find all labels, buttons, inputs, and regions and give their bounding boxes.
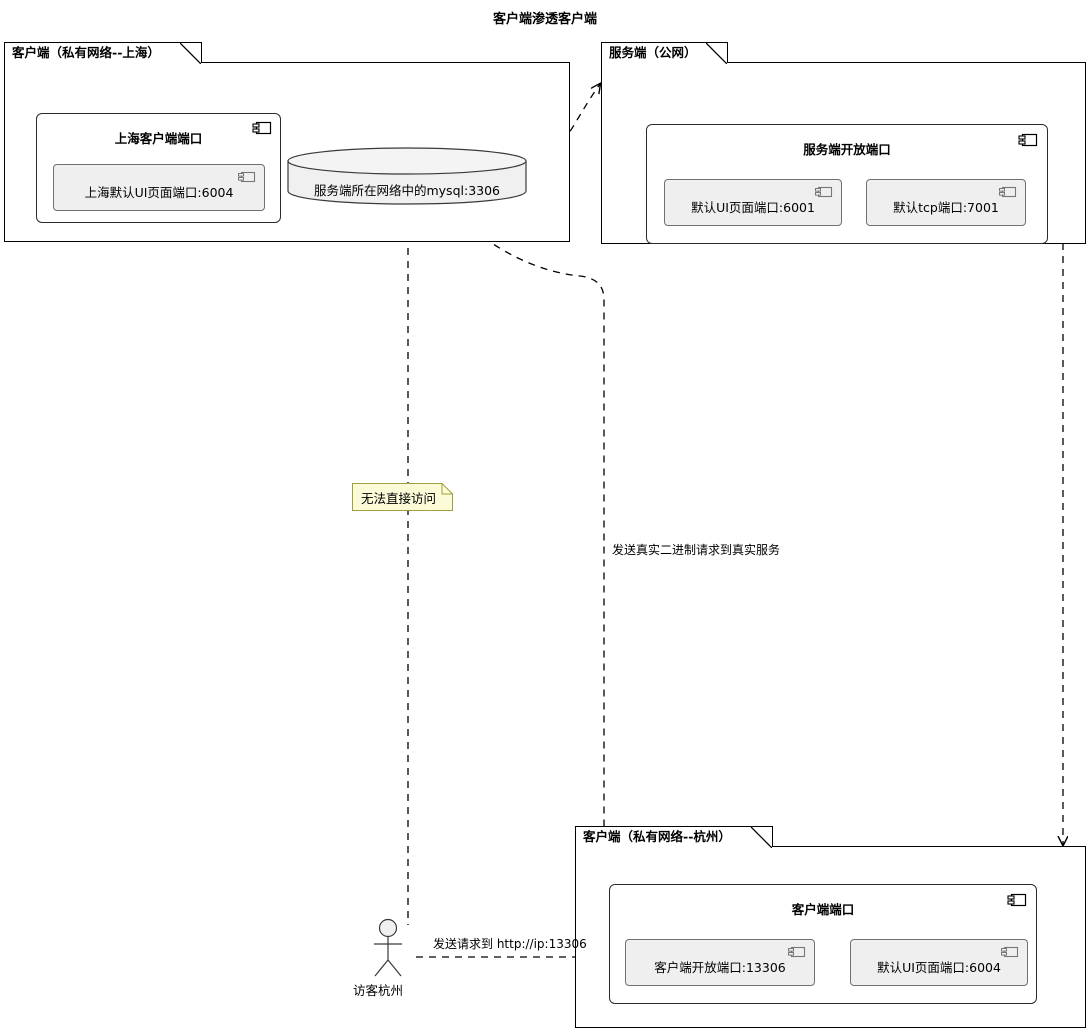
package-tab-corner [751, 827, 772, 848]
component-server-open-port: 服务端开放端口 默认UI页面端口:6001 [646, 124, 1048, 244]
actor-visitor-hangzhou: 访客杭州 [353, 918, 407, 998]
package-tab-client-hangzhou: 客户端（私有网络--杭州） [575, 826, 773, 848]
package-label: 客户端（私有网络--杭州） [583, 829, 731, 844]
leaf-server-ui-port: 默认UI页面端口:6001 [664, 179, 842, 226]
component-icon [237, 170, 257, 184]
leaf-label: 默认UI页面端口:6001 [691, 200, 815, 215]
package-server-public: 服务端（公网） 服务端开放端口 [601, 42, 1086, 244]
component-hangzhou-client-port: 客户端端口 客户端开放端口:13306 [609, 884, 1037, 1004]
component-title: 上海客户端端口 [114, 131, 203, 146]
package-tab-client-shanghai: 客户端（私有网络--上海） [4, 42, 202, 64]
diagram-title: 客户端渗透客户端 [492, 12, 597, 27]
component-shanghai-client-port: 上海客户端端口 上海默认UI页面端口:6004 [36, 113, 281, 223]
note-text: 无法直接访问 [360, 490, 436, 506]
actor-label: 访客杭州 [352, 983, 403, 998]
package-tab-corner [180, 43, 201, 64]
edge-label-binary-request: 发送真实二进制请求到真实服务 [612, 543, 781, 557]
package-label: 服务端（公网） [609, 45, 697, 60]
component-title: 服务端开放端口 [803, 142, 891, 157]
leaf-server-tcp-port: 默认tcp端口:7001 [866, 179, 1026, 226]
leaf-label: 上海默认UI页面端口:6004 [84, 185, 234, 200]
package-tab-corner [706, 43, 727, 64]
leaf-label: 默认tcp端口:7001 [893, 200, 999, 215]
component-title: 客户端端口 [791, 902, 855, 917]
package-client-hangzhou: 客户端（私有网络--杭州） 客户端端口 [575, 826, 1086, 1028]
package-client-shanghai: 客户端（私有网络--上海） 上海客户端端口 [4, 42, 570, 242]
leaf-shanghai-ui-port: 上海默认UI页面端口:6004 [53, 164, 265, 211]
leaf-label: 默认UI页面端口:6004 [877, 960, 1001, 975]
component-icon [1007, 893, 1027, 907]
component-icon [814, 185, 834, 199]
package-tab-server-public: 服务端（公网） [601, 42, 728, 64]
database-label: 服务端所在网络中的mysql:3306 [313, 183, 501, 198]
edge-label-http-request: 发送请求到 http://ip:13306 [433, 937, 587, 951]
leaf-hangzhou-ui-port: 默认UI页面端口:6004 [850, 939, 1028, 986]
leaf-hangzhou-open-port: 客户端开放端口:13306 [625, 939, 815, 986]
component-icon [787, 945, 807, 959]
leaf-label: 客户端开放端口:13306 [654, 960, 786, 975]
component-icon [1018, 133, 1038, 147]
database-server-network-mysql: 服务端所在网络中的mysql:3306 [287, 147, 527, 205]
note-cannot-access: 无法直接访问 [352, 483, 453, 511]
component-icon [252, 121, 272, 135]
component-icon [1000, 945, 1020, 959]
package-label: 客户端（私有网络--上海） [12, 45, 160, 60]
component-icon [998, 185, 1018, 199]
